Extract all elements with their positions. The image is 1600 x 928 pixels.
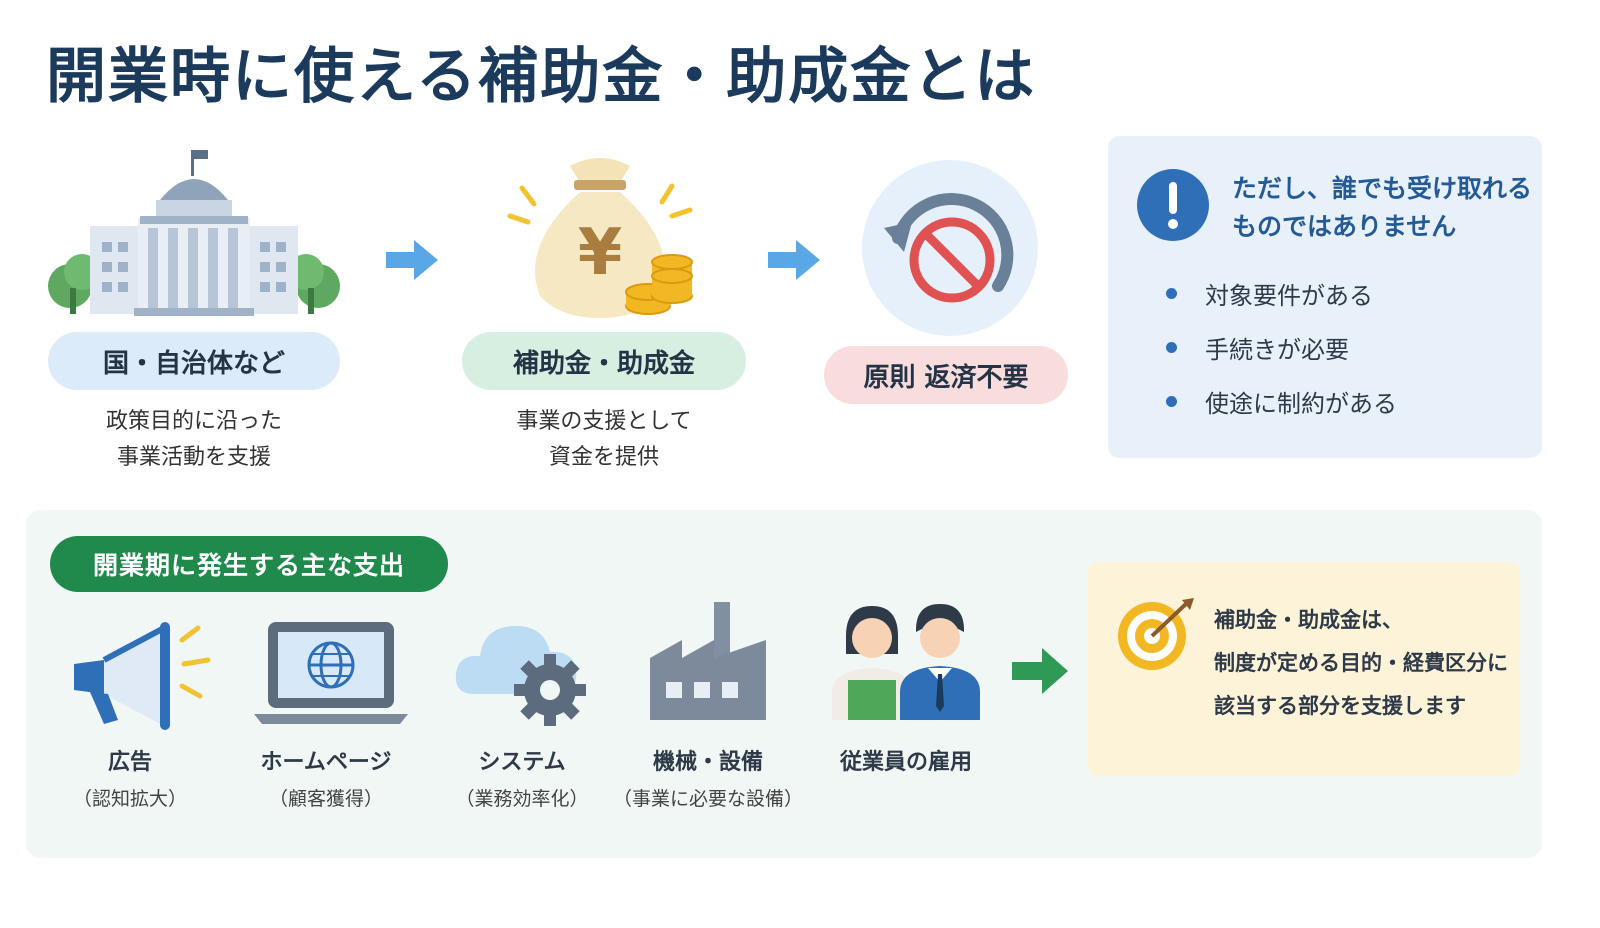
goal-line: 制度が定める目的・経費区分に xyxy=(1214,651,1508,675)
megaphone-icon xyxy=(74,622,211,730)
source-description: 政策目的に沿った 事業活動を支援 xyxy=(48,404,340,476)
notice-item-label: 使途に制約がある xyxy=(1205,390,1397,418)
money-bag-yen-icon: ¥ xyxy=(507,158,693,318)
laptop-globe-icon xyxy=(254,622,408,724)
bullet-icon xyxy=(1166,288,1177,299)
no-return-icon xyxy=(862,160,1038,336)
cloud-gear-icon xyxy=(455,626,586,726)
notice-heading-line: ものではありません xyxy=(1232,212,1457,241)
notice-item-label: 手続きが必要 xyxy=(1205,336,1349,364)
notice-item-label: 対象要件がある xyxy=(1205,282,1373,310)
source-pill: 国・自治体など xyxy=(48,332,340,390)
source-description-line: 政策目的に沿った xyxy=(105,409,282,434)
notice-item: 手続きが必要 xyxy=(1166,330,1349,365)
subsidy-description-line: 資金を提供 xyxy=(548,445,659,470)
factory-icon xyxy=(650,602,766,720)
bullet-icon xyxy=(1166,342,1177,353)
notice-heading: ただし、誰でも受け取れる ものではありません xyxy=(1232,170,1532,246)
source-description-line: 事業活動を支援 xyxy=(116,445,271,470)
expense-note: （顧客獲得） xyxy=(268,788,383,810)
employees-icon xyxy=(832,604,980,720)
government-building-icon xyxy=(48,150,340,316)
expenses-tag: 開業期に発生する主な支出 xyxy=(50,536,448,592)
svg-text:¥: ¥ xyxy=(578,216,623,290)
subsidy-description: 事業の支援として 資金を提供 xyxy=(462,404,746,476)
expense-note: （業務効率化） xyxy=(455,788,589,810)
goal-line: 該当する部分を支援します xyxy=(1214,694,1466,718)
arrow-right-icon xyxy=(1012,648,1068,694)
expense-label: 従業員の雇用 xyxy=(839,750,972,775)
page-title: 開業時に使える補助金・助成金とは xyxy=(46,42,1037,112)
arrow-right-icon xyxy=(386,240,438,280)
expense-label: システム xyxy=(478,750,566,775)
subsidy-description-line: 事業の支援として xyxy=(516,409,692,434)
notice-heading-line: ただし、誰でも受け取れる xyxy=(1232,174,1533,203)
exclamation-icon xyxy=(1137,169,1209,241)
notice-item: 対象要件がある xyxy=(1166,276,1373,311)
expense-note: （認知拡大） xyxy=(72,788,187,810)
expense-note: （事業に必要な設備） xyxy=(612,788,803,810)
no-repayment-pill: 原則 返済不要 xyxy=(824,346,1068,404)
expense-label: 広告 xyxy=(107,750,152,775)
bullet-icon xyxy=(1166,396,1177,407)
expense-label: ホームページ xyxy=(260,750,392,775)
goal-line: 補助金・助成金は、 xyxy=(1214,608,1403,632)
notice-item: 使途に制約がある xyxy=(1166,384,1397,419)
arrow-right-icon xyxy=(768,240,820,280)
target-icon xyxy=(1118,598,1194,670)
expense-label: 機械・設備 xyxy=(652,750,763,775)
subsidy-pill: 補助金・助成金 xyxy=(462,332,746,390)
